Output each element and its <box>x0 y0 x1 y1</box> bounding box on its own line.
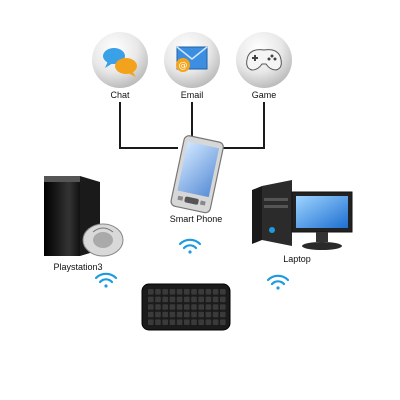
keyboard-key <box>176 304 183 310</box>
keyboard-key <box>184 289 190 295</box>
laptop-label: Laptop <box>283 254 311 264</box>
keyboard-key <box>184 319 190 325</box>
keyboard-key <box>176 311 183 318</box>
smartphone-label: Smart Phone <box>169 214 223 224</box>
keyboard-key <box>205 296 212 303</box>
keyboard-key <box>191 304 197 310</box>
keyboard-key <box>169 304 176 310</box>
keyboard-key <box>220 289 226 295</box>
keyboard-key <box>148 304 154 310</box>
email-label: Email <box>180 90 204 100</box>
keyboard-key <box>198 304 204 310</box>
playstation-label: Playstation3 <box>53 262 103 272</box>
svg-text:@: @ <box>179 61 188 71</box>
keyboard-key <box>191 319 197 325</box>
keyboard-key <box>191 311 197 318</box>
keyboard-key <box>155 311 161 318</box>
desktop-computer-icon <box>252 180 353 250</box>
keyboard-key <box>220 296 226 303</box>
keyboard-key <box>205 304 212 310</box>
keyboard-key <box>162 296 168 303</box>
keyboard-key <box>176 289 183 295</box>
keyboard-key <box>162 319 168 325</box>
keyboard-key <box>212 289 219 295</box>
keyboard-key <box>176 296 183 303</box>
keyboard-key <box>169 319 176 325</box>
keyboard-key <box>155 304 161 310</box>
keyboard-key <box>198 296 204 303</box>
chat-label: Chat <box>110 90 130 100</box>
keyboard-key <box>148 289 154 295</box>
keyboard-key <box>155 296 161 303</box>
keyboard-key <box>184 296 190 303</box>
keyboard-key <box>162 311 168 318</box>
keyboard-key <box>162 304 168 310</box>
gamepad-icon <box>236 32 292 88</box>
keyboard-key <box>212 296 219 303</box>
keyboard-key <box>198 289 204 295</box>
game-console-icon <box>44 176 124 257</box>
keyboard-key <box>169 296 176 303</box>
smartphone-icon <box>170 135 224 214</box>
keyboard-key <box>205 289 212 295</box>
connector-chat-phone <box>119 102 178 149</box>
wifi-signal-icon <box>94 238 290 290</box>
keyboard-key <box>212 304 219 310</box>
connector-lines <box>119 102 265 149</box>
keyboard-key <box>169 289 176 295</box>
keyboard-key <box>162 289 168 295</box>
keyboard-key <box>205 319 212 325</box>
keyboard-key <box>148 296 154 303</box>
keyboard-key <box>220 304 226 310</box>
mini-keyboard-icon <box>141 283 231 331</box>
keyboard-key <box>148 311 154 318</box>
keyboard-key <box>176 319 183 325</box>
keyboard-key <box>184 311 190 318</box>
keyboard-key <box>220 319 226 325</box>
keyboard-key <box>205 311 212 318</box>
chat-bubbles-icon <box>92 32 148 88</box>
email-envelope-icon: @ <box>164 32 220 88</box>
keyboard-key <box>220 311 226 318</box>
keyboard-key <box>184 304 190 310</box>
keyboard-key <box>212 311 219 318</box>
keyboard-key <box>191 296 197 303</box>
keyboard-key <box>191 289 197 295</box>
keyboard-key <box>169 311 176 318</box>
keyboard-key <box>198 319 204 325</box>
keyboard-key <box>155 319 161 325</box>
keyboard-key <box>155 289 161 295</box>
keyboard-key <box>212 319 219 325</box>
keyboard-key <box>148 319 154 325</box>
keyboard-key <box>198 311 204 318</box>
connector-game-phone <box>216 102 265 149</box>
game-label: Game <box>251 90 277 100</box>
